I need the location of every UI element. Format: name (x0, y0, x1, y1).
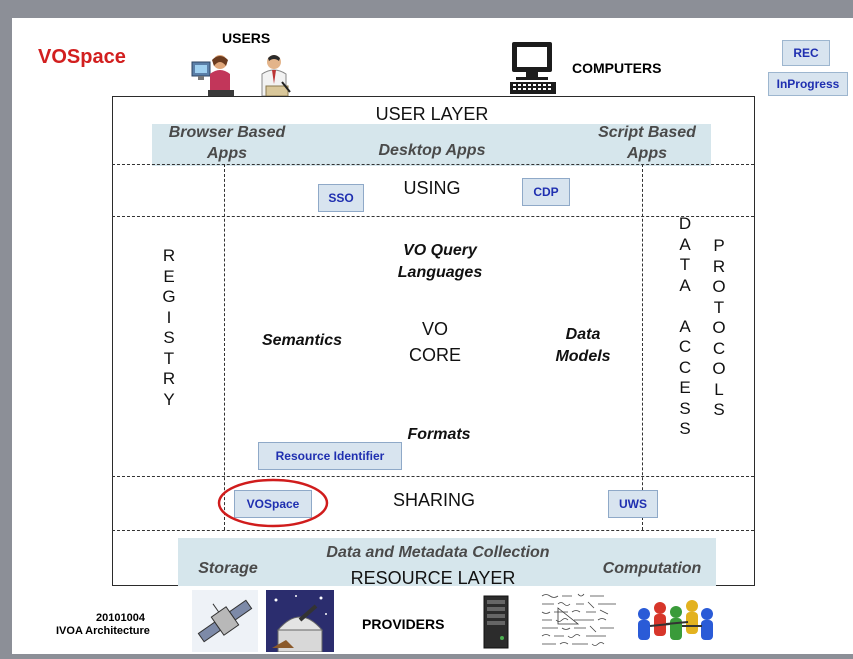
desktop-apps: Desktop Apps (378, 142, 486, 159)
resource-layer-band (178, 538, 716, 586)
data-access-divider (642, 164, 643, 530)
uws-chip: UWS (608, 490, 658, 518)
footer-date: 20101004 (96, 612, 145, 624)
cdp-chip: CDP (522, 178, 570, 206)
semantics-label: Semantics (261, 332, 343, 349)
computer-icon (508, 40, 560, 96)
vo-query-languages: VO Query Languages (397, 242, 483, 281)
registry-divider (224, 164, 225, 530)
team-people-icon (632, 596, 718, 650)
user-layer-band (152, 124, 711, 166)
inprogress-badge: InProgress (768, 72, 848, 96)
script-based-apps: Script Based Apps (598, 124, 696, 162)
satellite-icon (192, 590, 258, 652)
resource-identifier-chip: Resource Identifier (258, 442, 402, 470)
user-at-computer-icon (190, 52, 236, 98)
resource-layer-title: RESOURCE LAYER (350, 568, 516, 588)
sharing-divider (112, 476, 754, 477)
computation-label: Computation (602, 560, 702, 577)
server-icon (482, 594, 510, 650)
data-access-label: D A T A A C C E S S (678, 214, 692, 438)
sharing-label: SHARING (392, 490, 475, 510)
sso-chip: SSO (318, 184, 364, 212)
user-writing-icon (252, 52, 298, 100)
slide-title: VOSpace (38, 46, 126, 68)
registry-label: R E G I S T R Y (162, 246, 176, 409)
footer-title: IVOA Architecture (56, 625, 150, 637)
using-divider (112, 216, 754, 217)
browser-based-apps: Browser Based Apps (168, 124, 286, 162)
vospace-chip: VOSpace (234, 490, 312, 518)
resource-layer-divider (112, 530, 754, 531)
data-models-label: Data Models (555, 326, 611, 365)
observatory-icon (266, 590, 334, 653)
users-label: USERS (222, 30, 271, 46)
storage-label: Storage (198, 560, 258, 577)
user-layer-title: USER LAYER (375, 104, 489, 124)
formats-label: Formats (407, 426, 471, 443)
slide: VOSpace USERS (12, 18, 853, 654)
using-label: USING (403, 178, 461, 198)
footer-caption: 20101004 IVOA Architecture (56, 612, 176, 638)
data-metadata-collection: Data and Metadata Collection (326, 544, 550, 561)
rec-badge: REC (782, 40, 830, 66)
vo-core-label: VO CORE (408, 319, 461, 365)
highlight-circle (217, 478, 329, 528)
user-layer-divider (112, 164, 754, 165)
computers-label: COMPUTERS (572, 60, 662, 76)
providers-label: PROVIDERS (362, 616, 445, 632)
protocols-label: P R O T O C O L S (712, 236, 726, 419)
equations-icon (538, 590, 622, 650)
